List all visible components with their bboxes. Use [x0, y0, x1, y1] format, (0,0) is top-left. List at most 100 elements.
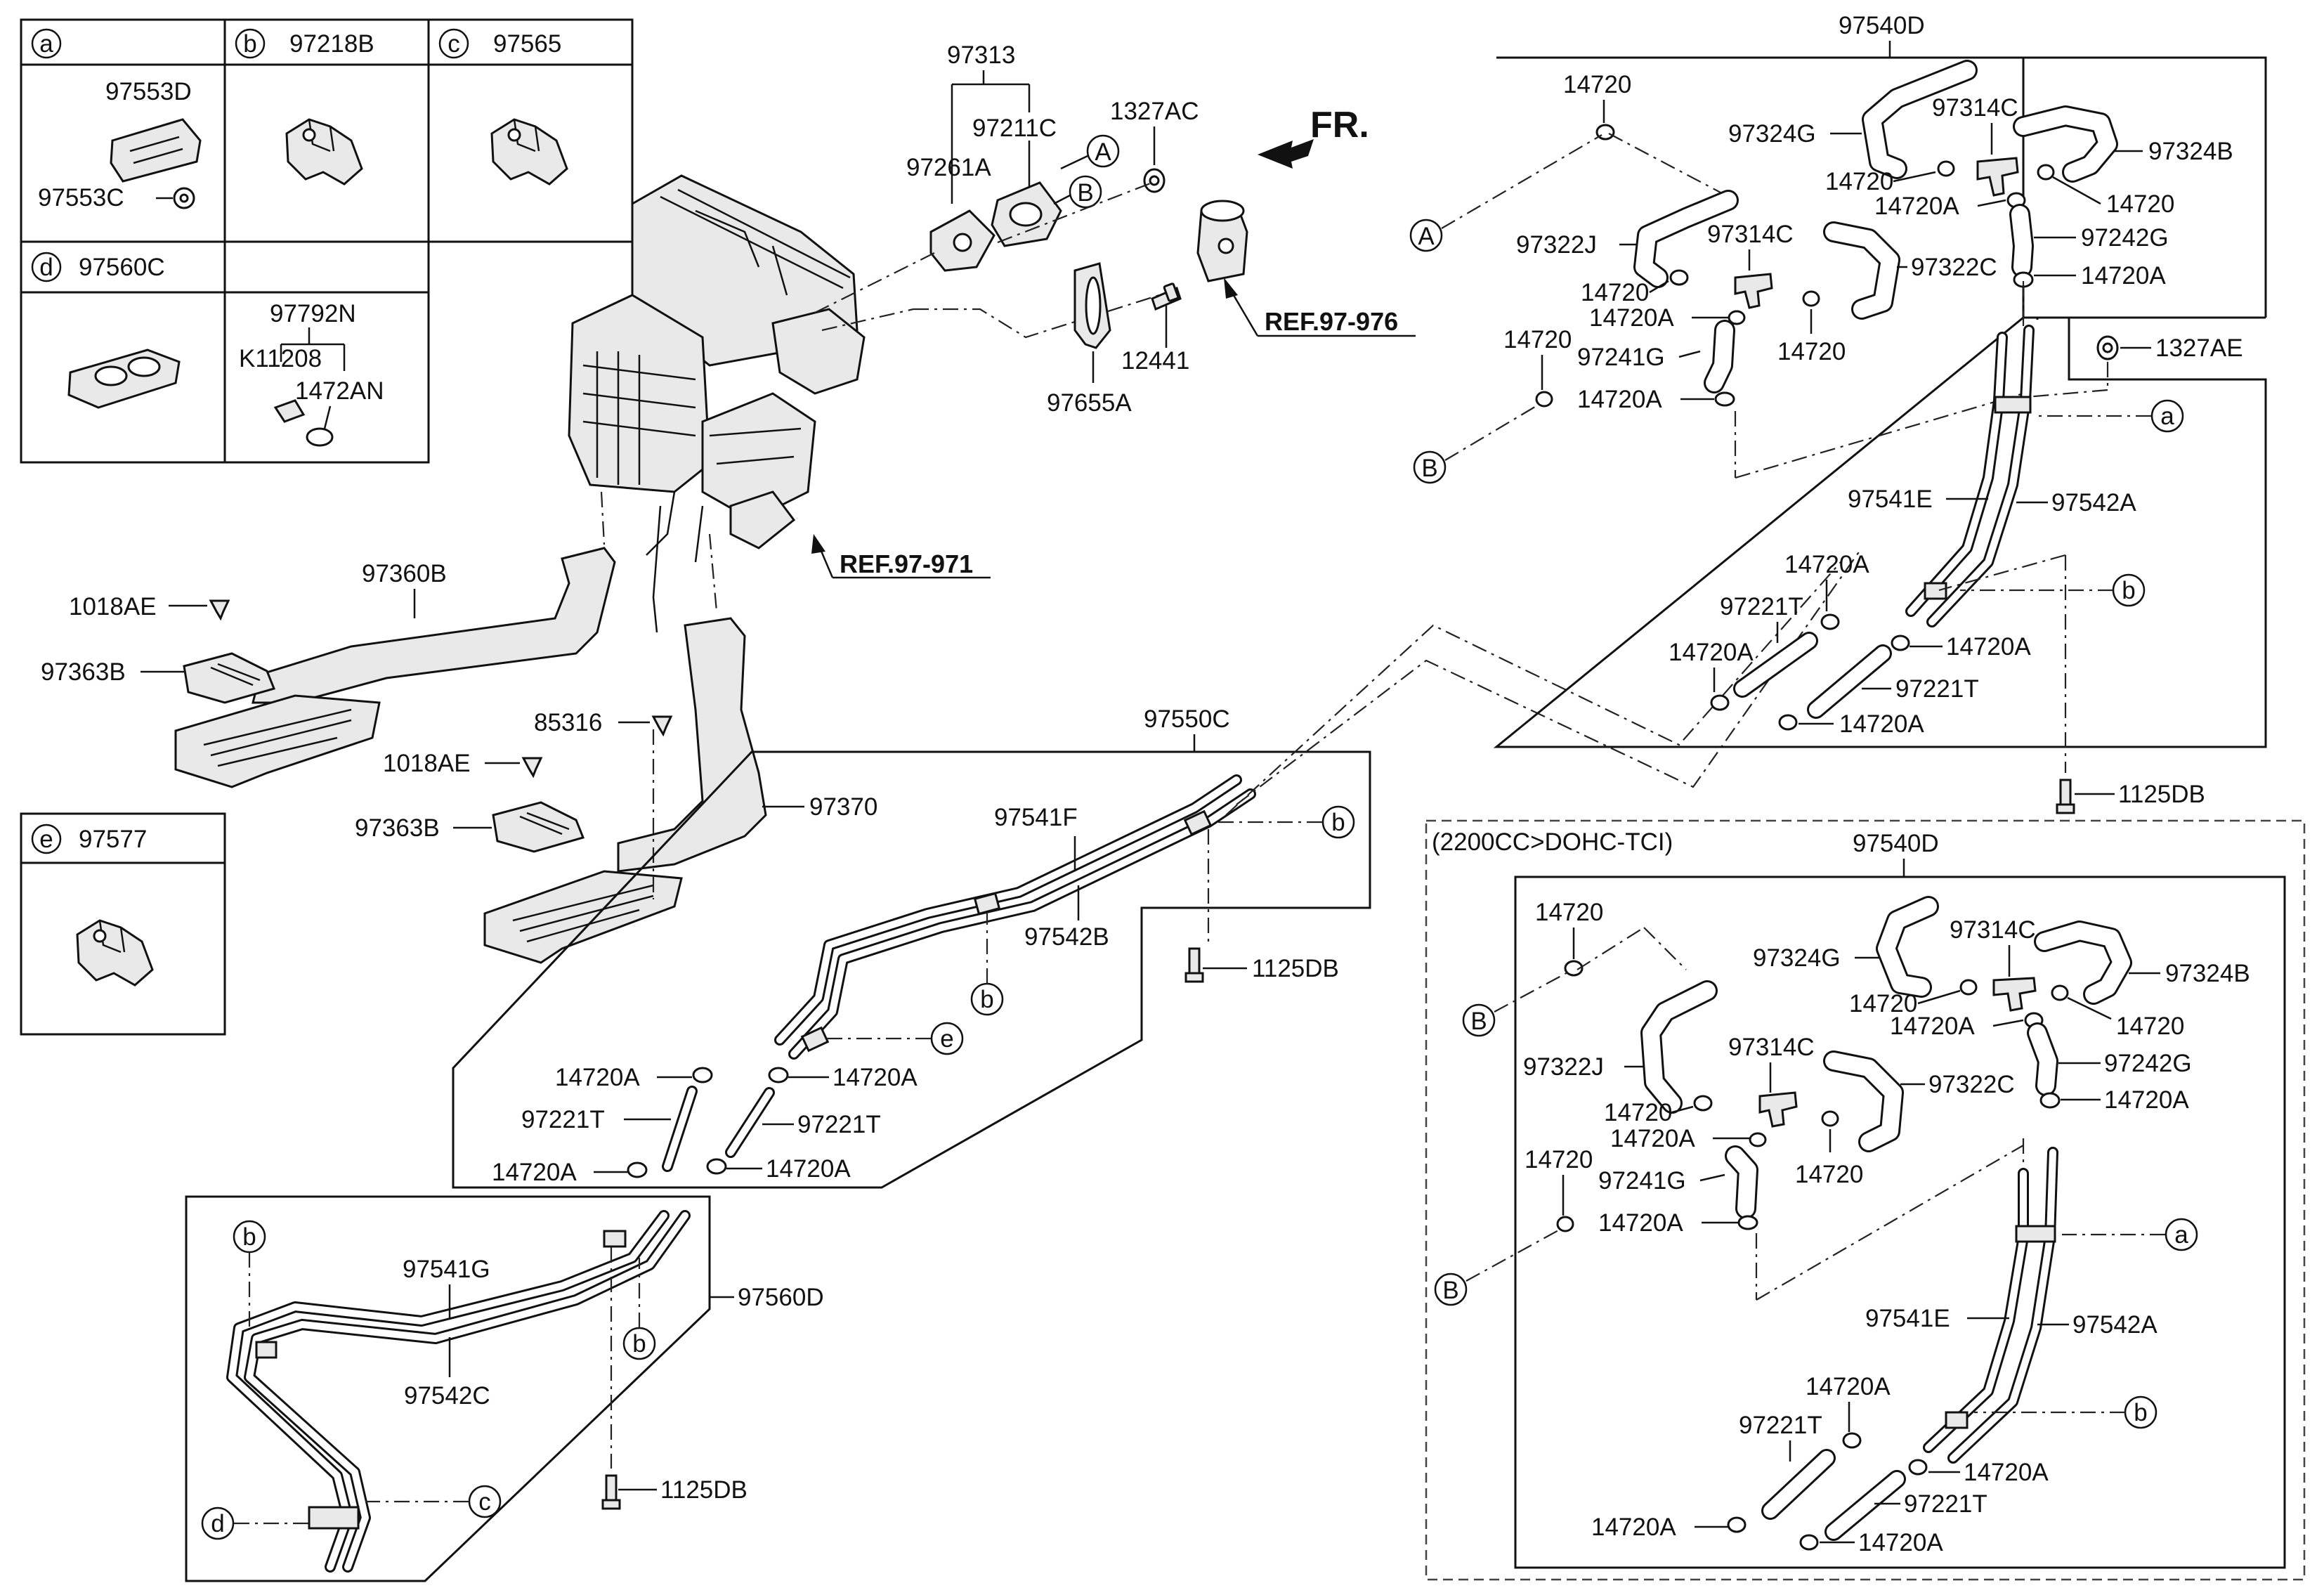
label-97363B-1: 97363B — [41, 658, 126, 686]
clip-pin-icon — [521, 757, 543, 779]
br-97324B: 97324B — [2165, 960, 2250, 987]
marker-A: A — [1095, 138, 1111, 166]
tee-fitting-icon — [1992, 977, 2037, 1012]
label-97221T-mid-2: 97221T — [797, 1111, 881, 1138]
label-97211C: 97211C — [972, 115, 1057, 142]
legend-a-part-top: 97553D — [105, 78, 192, 105]
ref-976-label: REF.97-976 — [1265, 307, 1398, 336]
tr-97542A: 97542A — [2051, 489, 2136, 516]
legend-b-letter: b — [243, 30, 256, 58]
tr-14720A-e: 14720A — [1784, 551, 1869, 578]
tr-97322C: 97322C — [1911, 254, 1997, 281]
label-97542C: 97542C — [404, 1382, 490, 1410]
tr-1125DB: 1125DB — [2118, 781, 2205, 808]
legend-b-part: 97218B — [289, 30, 374, 58]
label-85316: 85316 — [534, 709, 602, 736]
tr-14720-b: 14720 — [1825, 168, 1893, 195]
label-97550C: 97550C — [1144, 705, 1230, 733]
tr-14720A-h: 14720A — [1839, 710, 1924, 738]
br-97542A: 97542A — [2072, 1311, 2157, 1339]
bracket-icon — [110, 118, 202, 183]
hose-clamp-icon — [306, 427, 334, 447]
label-1125DB-mid: 1125DB — [1252, 955, 1339, 982]
tr-callout-a: a — [2160, 403, 2174, 430]
br-14720A-a: 14720A — [1890, 1013, 1975, 1040]
br-14720A-h: 14720A — [1858, 1529, 1943, 1556]
br-title: 97540D — [1853, 830, 1939, 857]
legend-cell-c: c 97565 — [438, 28, 568, 186]
label-1327AC: 1327AC — [1110, 98, 1199, 125]
hose-clamp-icon — [1556, 1216, 1574, 1232]
br-97324G: 97324G — [1753, 944, 1841, 972]
bolt-icon — [2056, 779, 2075, 814]
clip-pin-icon — [651, 715, 673, 737]
hose-clamp-icon — [692, 1067, 713, 1083]
br-14720A-b: 14720A — [2104, 1086, 2189, 1114]
callout-d-lower: d — [211, 1510, 224, 1537]
br-14720-c: 14720 — [2116, 1013, 2184, 1040]
callout-b-mid-1: b — [1331, 809, 1345, 836]
tr-14720-e: 14720 — [1777, 338, 1846, 365]
tr-97242G: 97242G — [2081, 224, 2169, 252]
label-97313: 97313 — [947, 41, 1015, 69]
br-97314C-b: 97314C — [1728, 1034, 1815, 1061]
label-97363B-2: 97363B — [355, 814, 440, 842]
group-97550C: 97550C 97541F 97542B b 1125DB b e 14720A — [452, 705, 1371, 1189]
legend-c-letter: c — [448, 30, 460, 58]
legend-c-part: 97565 — [493, 30, 561, 58]
hose-clamp-icon — [1937, 160, 1955, 177]
grommet-icon — [67, 349, 181, 409]
tr-14720A-f: 14720A — [1946, 633, 2031, 660]
ref-971-label: REF.97-971 — [840, 549, 973, 578]
legend-a-part-bottom: 97553C — [38, 184, 124, 211]
br-97221T-a: 97221T — [1739, 1412, 1822, 1439]
hose-clamp-icon — [1737, 1215, 1758, 1230]
hose-clamp-icon — [1799, 1534, 1819, 1551]
br-14720A-f: 14720A — [1964, 1459, 2049, 1486]
br-14720A-c: 14720A — [1610, 1125, 1695, 1152]
hose-clamp-icon — [1749, 1132, 1767, 1147]
hose-clamp-icon — [1842, 1432, 1862, 1449]
tr-97221T-a: 97221T — [1720, 593, 1803, 620]
br-14720-a: 14720 — [1535, 899, 1603, 926]
label-1018AE-2: 1018AE — [383, 750, 471, 777]
label-97360B: 97360B — [362, 560, 447, 587]
hose-clamp-icon — [1821, 1110, 1839, 1127]
hose-clamp-icon — [768, 1067, 789, 1083]
label-12441: 12441 — [1121, 347, 1189, 375]
label-97542B: 97542B — [1024, 923, 1109, 951]
tr-97324B: 97324B — [2148, 138, 2233, 165]
bolt-icon — [601, 1474, 621, 1510]
hose-clamp-icon — [1669, 269, 1689, 286]
clip-icon — [285, 118, 363, 186]
label-97221T-mid-1: 97221T — [521, 1106, 605, 1133]
tr-14720A-c: 14720A — [1589, 304, 1674, 332]
label-97560D: 97560D — [738, 1284, 824, 1311]
tr-14720A-g: 14720A — [1669, 639, 1754, 666]
legend-d-letter: d — [39, 254, 53, 281]
br-14720A-g: 14720A — [1591, 1514, 1676, 1541]
hose-clamp-icon — [1778, 714, 1798, 731]
callout-b-mid-2: b — [980, 986, 993, 1013]
label-14720A-mid-4: 14720A — [766, 1155, 851, 1183]
br-97242G: 97242G — [2104, 1050, 2192, 1077]
group-97540D-top: 97540D 14720 A B 97324G 97314C 97324B 14… — [1409, 12, 2267, 814]
br-97322J: 97322J — [1523, 1053, 1604, 1081]
hose-clamp-icon — [1802, 290, 1820, 307]
label-97541G: 97541G — [403, 1256, 490, 1283]
label-97261A: 97261A — [906, 154, 991, 181]
callout-b-lower-2: b — [632, 1330, 646, 1358]
br-97314C-a: 97314C — [1950, 916, 2036, 944]
hose-clamp-icon — [1693, 1095, 1713, 1112]
br-callout-b: b — [2134, 1399, 2147, 1426]
hose-clamp-icon — [1535, 391, 1553, 408]
br-97541E: 97541E — [1865, 1305, 1950, 1332]
tr-14720A-d: 14720A — [1577, 386, 1662, 413]
tr-97241G: 97241G — [1577, 344, 1665, 371]
tr-97221T-b: 97221T — [1895, 675, 1979, 703]
label-1018AE-1: 1018AE — [69, 593, 157, 620]
center-labels: 97313 97211C 97261A 1327AC A B 97655A — [814, 41, 1416, 417]
tr-14720-a: 14720 — [1563, 71, 1631, 98]
tee-fitting-icon — [1976, 157, 2019, 197]
